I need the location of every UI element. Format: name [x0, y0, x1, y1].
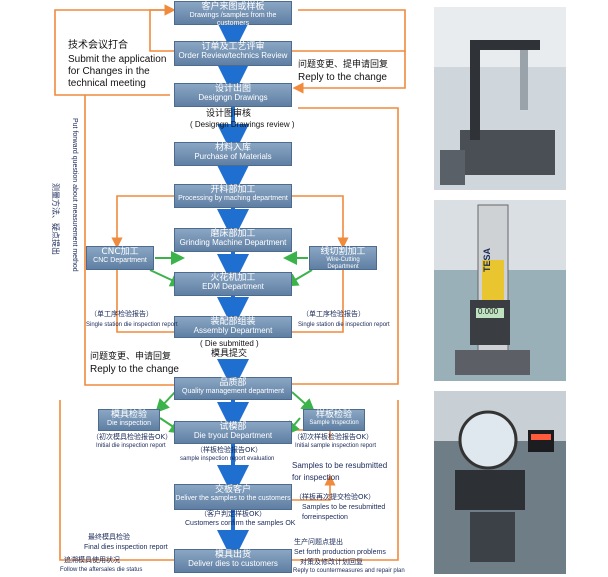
- node-cn: 火花机加工: [210, 273, 256, 283]
- label-resubmit-2-en2: forreinspection: [302, 514, 348, 521]
- node-wire[interactable]: 线切割加工 Wire-Cutting Department: [309, 246, 377, 270]
- node-en: Deliver the samples to the customers: [175, 495, 291, 503]
- node-tryout[interactable]: 试模部 Die tryout Department: [174, 421, 292, 444]
- node-cn: 材料入库: [214, 143, 251, 153]
- label-resubmit-1-en2: for inspection: [292, 473, 340, 482]
- label-design-review-cn: 设计图审核: [206, 109, 252, 119]
- node-grinding[interactable]: 磨床部加工 Grinding Machine Department: [174, 228, 292, 252]
- gauge-display-readout: 0.000: [478, 307, 499, 316]
- node-en: Sample Inspection: [309, 420, 359, 427]
- tesa-brand-label: TESA: [482, 247, 492, 272]
- label-initial-die-en: Initial die inspection report: [96, 443, 166, 449]
- node-en: Processing by maching department: [178, 195, 288, 203]
- node-en: Quality management department: [182, 388, 284, 396]
- node-cn: 开料部加工: [210, 185, 256, 195]
- node-cn: 样板检验: [315, 410, 352, 420]
- node-cn: 订单及工艺评审: [201, 42, 265, 52]
- node-cn: CNC加工: [101, 247, 139, 257]
- label-die-submitted-en: ( Die submitted ): [200, 339, 259, 348]
- profile-projector-photo: [434, 391, 566, 574]
- node-cn: 装配部组装: [210, 317, 256, 327]
- node-cn: 模具检验: [110, 410, 147, 420]
- node-quality[interactable]: 品质部 Quality management department: [174, 377, 292, 400]
- node-processing[interactable]: 开料部加工 Processing by maching department: [174, 184, 292, 208]
- node-en: Deliver dies to customers: [188, 559, 278, 569]
- node-en: Wire-Cutting Department: [326, 257, 360, 270]
- height-gauge-photo: [434, 200, 566, 381]
- label-final-die-cn: 最终模具检验: [88, 533, 130, 541]
- node-cn: 交板客户: [214, 485, 251, 495]
- node-edm[interactable]: 火花机加工 EDM Department: [174, 272, 292, 296]
- node-purchase[interactable]: 材料入库 Purchase of Materials: [174, 142, 292, 166]
- node-en: Designgn Drawings: [198, 93, 268, 103]
- label-reply-cn-2: 问题变更、申请回复: [90, 352, 172, 362]
- label-single-right-en: Single station die inspection report: [298, 322, 390, 328]
- label-reply-cn-1: 问题变更、提申请回复: [298, 60, 389, 70]
- label-single-left-en: Single station die inspection report: [86, 322, 178, 328]
- node-sample-inspection[interactable]: 样板检验 Sample Inspection: [303, 409, 365, 431]
- node-design[interactable]: 设计出图 Designgn Drawings: [174, 83, 292, 107]
- node-en: Die inspection: [107, 420, 151, 428]
- label-resubmit-2-cn: （样板再次提交检验OK）: [295, 493, 376, 501]
- node-cn: 磨床部加工: [210, 229, 256, 239]
- node-deliver-samples[interactable]: 交板客户 Deliver the samples to the customer…: [174, 484, 292, 510]
- label-production-en: Set forth production problems: [294, 549, 386, 556]
- label-tech-meeting-cn: 技术会议打合: [68, 40, 128, 51]
- label-initial-sample-en: Initial sample inspection report: [295, 443, 377, 449]
- label-die-submitted-cn: 模具提交: [211, 349, 248, 359]
- node-deliver-dies[interactable]: 模具出货 Deliver dies to customers: [174, 549, 292, 573]
- label-aftersales-cn: 追溯模具使用状况: [64, 556, 120, 564]
- node-en: CNC Department: [93, 257, 147, 265]
- label-tech-meeting-en1: Submit the application: [68, 54, 167, 65]
- node-en: Purchase of Materials: [194, 152, 272, 162]
- node-cnc[interactable]: CNC加工 CNC Department: [86, 246, 154, 270]
- label-reply-en-1: Reply to the change: [298, 72, 387, 83]
- node-die-inspection[interactable]: 模具检验 Die inspection: [98, 409, 160, 431]
- feedback-lines: [54, 4, 406, 561]
- node-cn: 品质部: [219, 378, 247, 388]
- node-en: Grinding Machine Department: [179, 238, 287, 248]
- label-design-review-en: ( Designgn Drawings review ): [190, 120, 295, 129]
- label-customer-confirm-en: Customers confirm the samples OK: [185, 520, 296, 527]
- label-initial-die-cn: （初次模具检验报告OK）: [92, 433, 173, 441]
- node-assembly[interactable]: 装配部组装 Assembly Department: [174, 316, 292, 338]
- label-aftersales-en: Follow the aftersales die status: [60, 567, 143, 573]
- node-en: Order Review/technics Review: [178, 51, 288, 61]
- label-counter-en: Reply to countermeasures and repair plan: [293, 568, 405, 574]
- label-customer-confirm-cn: （客户判定样板OK）: [200, 510, 267, 518]
- node-cn: 试模部: [219, 422, 247, 432]
- node-cn: 客户来图或样板: [201, 2, 265, 12]
- label-measure-en: Put forward question about measurement m…: [71, 118, 78, 272]
- label-resubmit-2-en1: Samples to be resubmitted: [302, 504, 386, 511]
- label-counter-cn: 对策及修改计划回复: [300, 558, 363, 566]
- green-flow-arrows: [149, 251, 316, 436]
- node-en: Assembly Department: [193, 326, 273, 336]
- label-tech-meeting-en2: for Changes in the: [68, 66, 150, 77]
- label-tech-meeting-en3: technical meeting: [68, 78, 146, 89]
- node-cn: 线切割加工: [320, 247, 366, 257]
- label-sample-eval-cn: （样板检验报告OK）: [196, 446, 263, 454]
- label-resubmit-1-en1: Samples to be resubmitted: [292, 461, 388, 470]
- node-cn: 设计出图: [214, 84, 251, 94]
- label-single-right-cn: （单工序检验报告）: [302, 310, 365, 318]
- label-final-die-en: Final dies inspection report: [84, 544, 168, 551]
- node-order-review[interactable]: 订单及工艺评审 Order Review/technics Review: [174, 41, 292, 66]
- cmm-machine-photo: [434, 7, 566, 190]
- node-customer-samples[interactable]: 客户来图或样板 Drawings /samples from the custo…: [174, 1, 292, 27]
- node-cn: 模具出货: [214, 550, 251, 560]
- node-en: Drawings /samples from the customers: [189, 12, 277, 27]
- node-en: EDM Department: [202, 282, 264, 292]
- label-single-left-cn: （单工序检验报告）: [90, 310, 153, 318]
- label-reply-en-2: Reply to the change: [90, 364, 179, 375]
- label-initial-sample-cn: （初次样板检验报告OK）: [293, 433, 374, 441]
- node-en: Die tryout Department: [193, 431, 273, 441]
- label-sample-eval-en: sample inspection report evaluation: [180, 456, 275, 462]
- label-production-cn: 生产问题点提出: [294, 538, 343, 546]
- label-measure-cn: 测量方法、疑点提出: [51, 183, 60, 255]
